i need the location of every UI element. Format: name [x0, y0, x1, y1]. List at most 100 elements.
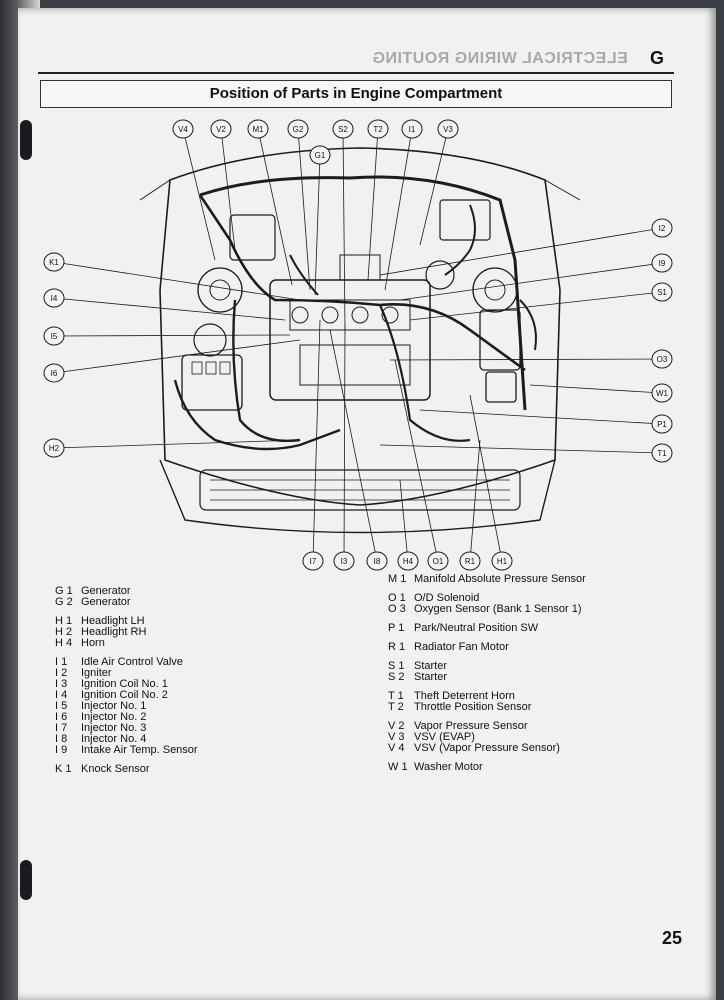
leader-line	[469, 439, 481, 562]
legend-label: VSV (Vapor Pressure Sensor)	[414, 742, 560, 754]
leader-line	[379, 444, 663, 454]
binder-hole	[20, 860, 32, 900]
callout-t1: T1	[651, 443, 673, 463]
legend-label: Igniter	[81, 667, 112, 679]
legend-label: Intake Air Temp. Sensor	[81, 744, 198, 756]
callout-i6: I6	[43, 363, 65, 383]
page-title: Position of Parts in Engine Compartment	[209, 85, 503, 102]
legend-code: V 2	[388, 720, 405, 732]
legend-code: H 2	[55, 626, 73, 638]
legend-label: Injector No. 4	[81, 733, 147, 745]
legend-label: VSV (EVAP)	[414, 731, 475, 743]
callout-i1: I1	[401, 119, 423, 139]
legend-label: Knock Sensor	[81, 763, 150, 775]
legend-code: T 2	[388, 701, 404, 713]
legend-row: H 2 Headlight RH	[55, 627, 198, 638]
legend-label: Injector No. 3	[81, 722, 147, 734]
callout-t2: T2	[367, 119, 389, 139]
leader-line	[297, 128, 311, 291]
legend-code: I 1	[55, 656, 68, 668]
legend-code: I 7	[55, 722, 68, 734]
legend-label: Headlight LH	[81, 615, 145, 627]
leader-line	[182, 128, 216, 261]
leader-line	[53, 297, 286, 321]
page-number: 25	[662, 928, 683, 948]
svg-text:V4: V4	[178, 125, 188, 134]
legend-code: K 1	[55, 763, 72, 775]
leader-line	[389, 358, 663, 361]
svg-text:I7: I7	[310, 557, 317, 566]
legend-label: Theft Deterrent Horn	[414, 690, 515, 702]
svg-text:I1: I1	[409, 125, 416, 134]
legend-row: V 3 VSV (EVAP)	[388, 732, 586, 743]
section-letter: G	[650, 48, 665, 68]
svg-text:V3: V3	[443, 125, 453, 134]
callout-w1: W1	[651, 383, 673, 403]
callout-h1: H1	[491, 551, 513, 571]
legend-code: W 1	[388, 761, 408, 773]
legend-code: T 1	[388, 690, 404, 702]
callout-m1: M1	[247, 119, 269, 139]
legend-label: Injector No. 2	[81, 711, 147, 723]
callout-k1: K1	[43, 252, 65, 272]
legend-code: H 4	[55, 637, 73, 649]
svg-text:H2: H2	[49, 444, 60, 453]
callout-v2: V2	[210, 119, 232, 139]
callout-p1: P1	[651, 414, 673, 434]
legend-code: V 3	[388, 731, 405, 743]
svg-text:I8: I8	[374, 557, 381, 566]
leader-line	[312, 319, 321, 562]
legend-code: I 3	[55, 678, 68, 690]
callout-s2: S2	[332, 119, 354, 139]
callout-r1: R1	[459, 551, 481, 571]
legend-row: W 1 Washer Motor	[388, 762, 586, 773]
svg-text:O1: O1	[433, 557, 444, 566]
leader-line	[314, 154, 321, 296]
svg-text:H4: H4	[403, 557, 414, 566]
legend-code: I 4	[55, 689, 68, 701]
legend-label: Idle Air Control Valve	[81, 656, 183, 668]
leader-line	[409, 291, 663, 321]
header-rule	[38, 72, 674, 74]
legend-row: T 1 Theft Deterrent Horn	[388, 691, 586, 702]
svg-text:I3: I3	[341, 557, 348, 566]
svg-text:K1: K1	[49, 258, 59, 267]
legend-row: T 2 Throttle Position Sensor	[388, 702, 586, 713]
svg-text:T2: T2	[373, 125, 383, 134]
svg-text:I6: I6	[51, 369, 58, 378]
binder-hole	[20, 120, 32, 160]
svg-text:T1: T1	[657, 449, 667, 458]
callout-i9: I9	[651, 253, 673, 273]
leader-line	[53, 334, 291, 337]
svg-text:P1: P1	[657, 420, 667, 429]
leader-line	[399, 479, 409, 562]
leader-line	[367, 128, 379, 281]
leader-line	[53, 439, 301, 449]
legend-code: P 1	[388, 622, 405, 634]
leader-line	[329, 329, 378, 562]
leader-line	[53, 339, 301, 374]
svg-text:I5: I5	[51, 332, 58, 341]
legend-label: Washer Motor	[414, 761, 483, 773]
callout-v3: V3	[437, 119, 459, 139]
legend-label: Headlight RH	[81, 626, 147, 638]
legend-row: K 1 Knock Sensor	[55, 764, 198, 775]
svg-text:I4: I4	[51, 294, 58, 303]
legend-code: I 6	[55, 711, 68, 723]
legend-label: Throttle Position Sensor	[414, 701, 532, 713]
svg-text:I9: I9	[659, 259, 666, 268]
svg-text:W1: W1	[656, 389, 669, 398]
